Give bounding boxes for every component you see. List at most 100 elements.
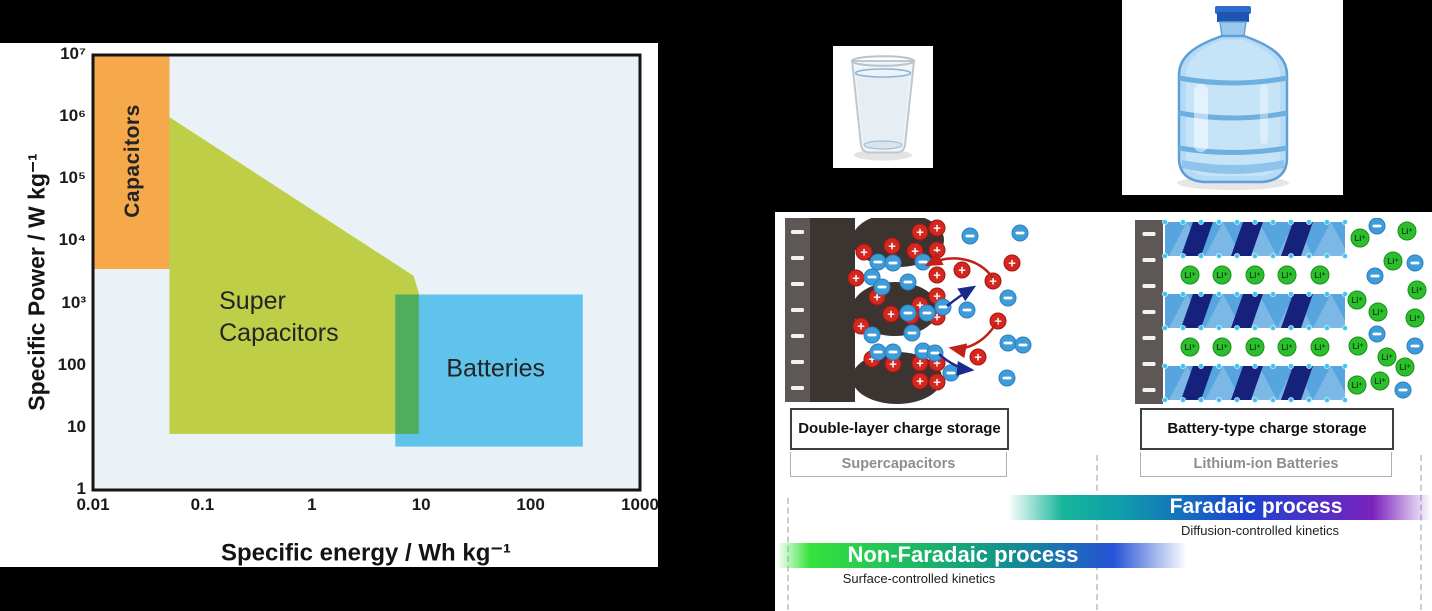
svg-text:Li⁺: Li⁺	[1184, 343, 1195, 352]
region-supercap-battery-overlap	[395, 294, 419, 434]
x-tick-1: 1	[307, 495, 317, 514]
svg-text:+: +	[873, 290, 881, 305]
lithium-ion-batteries-label: Lithium-ion Batteries	[1140, 452, 1392, 477]
li-ion	[1347, 375, 1367, 395]
svg-text:+: +	[916, 298, 924, 313]
lithium-ions: Li⁺Li⁺Li⁺Li⁺Li⁺Li⁺Li⁺Li⁺Li⁺Li⁺Li⁺Li⁺Li⁺L…	[1180, 218, 1427, 399]
li-ion	[1180, 265, 1200, 285]
cation	[953, 261, 971, 279]
li-ion	[1397, 221, 1417, 241]
li-ion	[1212, 337, 1232, 357]
jug-ring-1	[1178, 75, 1288, 86]
region-label-supercapacitors: Super Capacitors	[219, 287, 339, 347]
jug-highlight-2	[1260, 84, 1268, 144]
battery-type-storage-text: Battery-type charge storage	[1167, 420, 1367, 438]
svg-text:Li⁺: Li⁺	[1216, 271, 1227, 280]
li-ion	[1377, 347, 1397, 367]
svg-text:+: +	[888, 239, 896, 254]
svg-text:Li⁺: Li⁺	[1184, 271, 1195, 280]
electrode-lattice-layer	[1162, 363, 1349, 403]
x-axis-title: Specific energy / Wh kg⁻¹	[220, 539, 512, 567]
svg-text:Li⁺: Li⁺	[1351, 296, 1362, 305]
svg-text:Li⁺: Li⁺	[1249, 343, 1260, 352]
cation	[1003, 254, 1021, 272]
cation	[928, 373, 946, 391]
svg-text:+: +	[916, 374, 924, 389]
current-collector	[1135, 220, 1163, 404]
jug-base-band	[1182, 160, 1284, 174]
large-capacity-analogy-panel	[1122, 0, 1343, 195]
ragone-chart-panel: Specific Power / W kg⁻¹ Specific energy …	[0, 43, 659, 567]
svg-text:+: +	[933, 289, 941, 304]
cation	[928, 219, 946, 237]
electrode-lattice-layer	[1162, 219, 1349, 259]
glass-base	[863, 140, 903, 150]
y-tick-10⁶: 10⁶	[59, 106, 86, 126]
region-capacitors	[93, 55, 170, 270]
divider-dashed-right	[1420, 455, 1422, 610]
svg-text:+: +	[852, 271, 860, 286]
svg-text:+: +	[911, 244, 919, 259]
non-faradaic-process-text: Non-Faradaic process	[847, 541, 1079, 567]
svg-text:+: +	[889, 357, 897, 372]
jug-body-inner	[1186, 40, 1280, 176]
cation	[969, 348, 987, 366]
cation	[855, 243, 873, 261]
jug-cap	[1217, 12, 1249, 22]
svg-text:Li⁺: Li⁺	[1372, 308, 1383, 317]
jug-ring-2	[1178, 110, 1288, 121]
svg-text:Li⁺: Li⁺	[1401, 227, 1412, 236]
anion-desorption-arrow	[946, 285, 977, 307]
current-collector	[785, 218, 810, 402]
svg-text:Li⁺: Li⁺	[1314, 271, 1325, 280]
svg-text:+: +	[916, 225, 924, 240]
svg-text:+: +	[933, 243, 941, 258]
x-tick-100: 100	[516, 495, 545, 514]
double-layer-storage-text: Double-layer charge storage	[798, 420, 1001, 438]
ion-flux-arrows	[924, 251, 999, 376]
li-ion	[1277, 265, 1297, 285]
cation	[984, 272, 1002, 290]
li-ion	[1245, 337, 1265, 357]
faradaic-process-bar: Faradaic process	[1008, 495, 1432, 520]
svg-text:+: +	[1008, 256, 1016, 271]
cation	[911, 223, 929, 241]
svg-text:+: +	[933, 268, 941, 283]
cation-adsorption-arrow	[924, 251, 995, 279]
y-tick-10: 10	[67, 416, 86, 436]
svg-text:+: +	[860, 245, 868, 260]
svg-text:+: +	[989, 274, 997, 289]
li-ion	[1180, 337, 1200, 357]
cation	[911, 372, 929, 390]
li-ion	[1310, 265, 1330, 285]
faradaic-process-text: Faradaic process	[1169, 494, 1343, 518]
svg-text:+: +	[958, 263, 966, 278]
x-tick-0.01: 0.01	[76, 495, 110, 514]
svg-text:+: +	[916, 356, 924, 371]
svg-text:Li⁺: Li⁺	[1409, 314, 1420, 323]
svg-text:+: +	[933, 221, 941, 236]
jug-neck	[1219, 21, 1247, 37]
lithium-ion-batteries-text: Lithium-ion Batteries	[1193, 456, 1339, 472]
diffusion-kinetics-label: Diffusion-controlled kinetics	[1181, 523, 1339, 538]
svg-text:+: +	[887, 307, 895, 322]
li-ion	[1245, 265, 1265, 285]
region-label-capacitors: Capacitors	[120, 103, 144, 218]
svg-text:Li⁺: Li⁺	[1216, 343, 1227, 352]
li-ion	[1212, 265, 1232, 285]
y-tick-10³: 10³	[61, 292, 86, 312]
small-capacity-analogy-panel	[833, 46, 933, 168]
svg-text:+: +	[974, 350, 982, 365]
water-fill	[855, 73, 911, 149]
water-surface	[854, 68, 912, 78]
svg-text:+: +	[994, 314, 1002, 329]
li-ion	[1348, 336, 1368, 356]
svg-text:Li⁺: Li⁺	[1281, 343, 1292, 352]
jug-highlight	[1194, 84, 1208, 152]
svg-text:Li⁺: Li⁺	[1351, 381, 1362, 390]
double-layer-storage-label: Double-layer charge storage	[790, 408, 1009, 450]
svg-text:Li⁺: Li⁺	[1399, 363, 1410, 372]
li-ion	[1407, 280, 1427, 300]
li-ion	[1310, 337, 1330, 357]
water-jug-image	[1177, 6, 1289, 190]
